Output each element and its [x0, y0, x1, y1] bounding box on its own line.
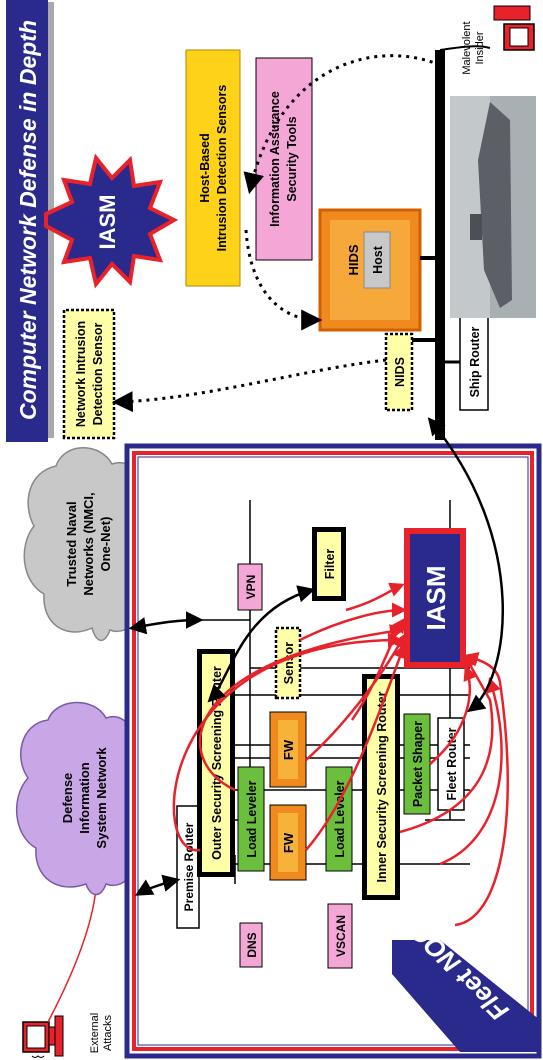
malevolent-insider-label: Malevolent Insider [461, 21, 486, 74]
svg-text:Insider: Insider [474, 31, 486, 64]
svg-text:Load Leveler: Load Leveler [333, 780, 347, 857]
packet-shaper: Packet Shaper [403, 713, 431, 815]
network-intrusion-detection-sensor: Network Intrusion Detection Sensor [62, 308, 116, 440]
fleet-router: Fleet Router [437, 717, 465, 811]
svg-text:HIDS: HIDS [346, 244, 361, 275]
title-banner: Computer Network Defense in Depth [6, 0, 54, 442]
malevolent-computer-icon [493, 5, 535, 51]
svg-text:Information Assurance: Information Assurance [268, 91, 282, 227]
svg-text:One-Net): One-Net) [98, 517, 113, 572]
svg-text:FW: FW [281, 832, 296, 853]
svg-text:Trusted Naval: Trusted Naval [64, 501, 79, 586]
ship-backbone [412, 50, 445, 440]
svg-text:Load Leveler: Load Leveler [245, 780, 259, 857]
external-computer-icon [22, 1015, 64, 1058]
external-attack-line [47, 887, 97, 1023]
svg-text:Packet Shaper: Packet Shaper [411, 721, 425, 807]
svg-text:Computer Network Defense in De: Computer Network Defense in Depth [15, 20, 41, 420]
trusted-networks-cloud: Trusted Naval Networks (NMCI, One-Net) [23, 447, 151, 641]
vpn-box: VPN [237, 563, 263, 611]
svg-text:System Network: System Network [94, 747, 109, 849]
svg-text:Host: Host [371, 245, 385, 274]
svg-text:Attacks: Attacks [102, 1014, 114, 1051]
backbone-arrows [128, 417, 505, 896]
svg-text:DNS: DNS [245, 932, 259, 957]
ship-photo [450, 96, 536, 318]
insider-link [439, 45, 491, 51]
firewall-1: FW [269, 804, 307, 881]
svg-text:VSCAN: VSCAN [334, 915, 348, 957]
vscan-box: VSCAN [327, 903, 353, 969]
svg-text:Intrusion Detection Sensors: Intrusion Detection Sensors [215, 85, 229, 252]
svg-text:NIDS: NIDS [393, 357, 407, 387]
svg-text:Outer Security Screening Route: Outer Security Screening Router [210, 666, 224, 860]
svg-text:FW: FW [281, 739, 296, 760]
svg-text:Defense: Defense [60, 773, 75, 824]
svg-text:Network Intrusion: Network Intrusion [74, 321, 88, 427]
nids-box: NIDS [384, 332, 414, 412]
svg-text:Networks (NMCI,: Networks (NMCI, [81, 492, 96, 595]
load-leveler-1: Load Leveler [237, 766, 265, 872]
ship-dotted-arrows [111, 54, 441, 413]
svg-text:IASM: IASM [95, 195, 120, 250]
svg-text:VPN: VPN [244, 575, 258, 600]
svg-text:Filter: Filter [323, 549, 337, 580]
firewall-2: FW [269, 711, 307, 788]
filter-box: Filter [312, 527, 346, 601]
svg-text:Host-Based: Host-Based [198, 133, 212, 202]
svg-text:Information: Information [77, 762, 92, 834]
svg-text:External: External [89, 1013, 101, 1053]
iasm-star: IASM [44, 153, 179, 289]
iasm-box: IASM [404, 528, 466, 668]
external-attacks-label: External Attacks [89, 1013, 114, 1053]
svg-text:Sensor: Sensor [282, 642, 296, 685]
load-leveler-2: Load Leveler [325, 766, 353, 872]
premise-router: Premise Router [176, 805, 200, 929]
svg-text:Premise Router: Premise Router [182, 822, 196, 911]
outer-security-screening-router: Outer Security Screening Router [197, 649, 235, 877]
svg-text:Security Tools: Security Tools [285, 116, 299, 201]
ship-router: Ship Router [459, 313, 489, 411]
dns-box: DNS [239, 922, 263, 968]
ia-security-tools-box: Information Assurance Security Tools [255, 57, 313, 261]
svg-text:Inner Security Screening Route: Inner Security Screening Router [375, 691, 389, 882]
svg-text:IASM: IASM [421, 566, 451, 631]
svg-text:Malevolent: Malevolent [461, 21, 473, 74]
svg-text:Detection Sensor: Detection Sensor [91, 322, 105, 425]
host-based-sensors-box: Host-Based Intrusion Detection Sensors [185, 49, 241, 287]
hids-box: HIDS Host [318, 208, 422, 332]
svg-text:Ship Router: Ship Router [468, 326, 482, 397]
